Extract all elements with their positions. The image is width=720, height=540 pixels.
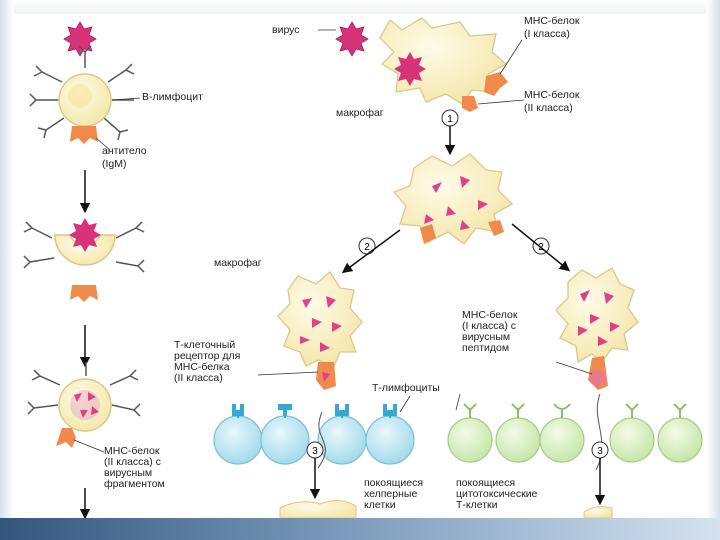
virus-top-icon xyxy=(335,21,369,57)
bound-virus-icon xyxy=(69,218,101,252)
mhc-peptide-label-line1: МНС-белок xyxy=(462,309,518,321)
macrophage-class-1 xyxy=(555,267,639,390)
virus-label: вирус xyxy=(272,24,300,36)
helper-cells-label-line1: покоящиеся xyxy=(364,477,424,489)
mhc-peptide-label-line3: вирусным xyxy=(462,331,511,343)
step-3-right-label: 3 xyxy=(597,446,603,457)
macrophage-left-label: макрофаг xyxy=(214,257,262,269)
activated-helper-cell xyxy=(279,500,357,519)
mhc-peptide-label-line4: пептидом xyxy=(462,342,510,354)
helper-cells-label-line2: хелперные xyxy=(364,488,418,500)
step-3-left-label: 3 xyxy=(312,446,318,457)
tcr-label-line4: (II класса) xyxy=(174,372,223,384)
cytotoxic-cells-label-line3: Т-клетки xyxy=(456,499,498,511)
mhc-class1-label-line2: (I класса) xyxy=(524,28,570,40)
step-2-left-label: 2 xyxy=(364,242,370,253)
tcr-label-line1: Т-клеточный xyxy=(174,339,236,351)
cytotoxic-cells-label-line2: цитотоксические xyxy=(456,488,538,500)
engulfed-virus-icon xyxy=(394,52,426,86)
b-lymphocyte-step-3 xyxy=(27,362,141,453)
mhc-fragment-label-line1: МНС-белок xyxy=(104,445,160,457)
antibody-label-line1: антитело xyxy=(102,145,147,157)
mhc-class1-label-line1: МНС-белок xyxy=(524,15,580,27)
macrophage-processing xyxy=(392,153,514,245)
slide-frame-top xyxy=(0,0,720,14)
mhc-fragment-label-line4: фрагментом xyxy=(104,478,165,490)
antibody-label-line2: (IgM) xyxy=(102,158,127,170)
igm-receptor xyxy=(70,126,98,144)
macrophage-class-2 xyxy=(257,271,363,390)
step-2-right-label: 2 xyxy=(538,242,544,253)
activated-cytotoxic-cell xyxy=(583,506,613,519)
mhc-fragment-label-line2: (II класса) с xyxy=(104,456,161,468)
virus-icon xyxy=(63,21,97,57)
macrophage-top-label: макрофаг xyxy=(336,107,384,119)
slide-frame-right xyxy=(706,0,720,540)
t-lymphocytes-label: Т-лимфоциты xyxy=(372,382,440,394)
mhc-peptide-label-line2: (I класса) с xyxy=(462,320,517,332)
b-cell-antibodies xyxy=(29,45,135,141)
tcr-label-line3: МНС-белка xyxy=(174,361,230,373)
mhc-class2-marker xyxy=(462,96,478,112)
slide-frame-left xyxy=(0,0,14,540)
tcr-label-line2: рецептор для xyxy=(174,350,241,362)
b-lymphocyte-step-1 xyxy=(29,21,141,151)
b-lymphocyte-step-2 xyxy=(23,218,145,302)
cytotoxic-cells-label-line1: покоящиеся xyxy=(456,477,516,489)
mhc-fragment-label-line3: вирусным xyxy=(104,467,153,479)
macrophage-top xyxy=(379,17,525,112)
helper-t-cells xyxy=(213,404,415,469)
step-1-label: 1 xyxy=(447,114,453,125)
mhc-class1-marker xyxy=(484,72,508,96)
mhc-class2-label-line1: МНС-белок xyxy=(524,89,580,101)
helper-cells-label-line3: клетки xyxy=(364,499,396,511)
slide-frame-bottom xyxy=(0,518,720,540)
mhc-class2-label-line2: (II класса) xyxy=(524,102,573,114)
b-lymphocyte-label: В-лимфоцит xyxy=(142,91,203,103)
cytotoxic-t-cells xyxy=(447,393,703,471)
